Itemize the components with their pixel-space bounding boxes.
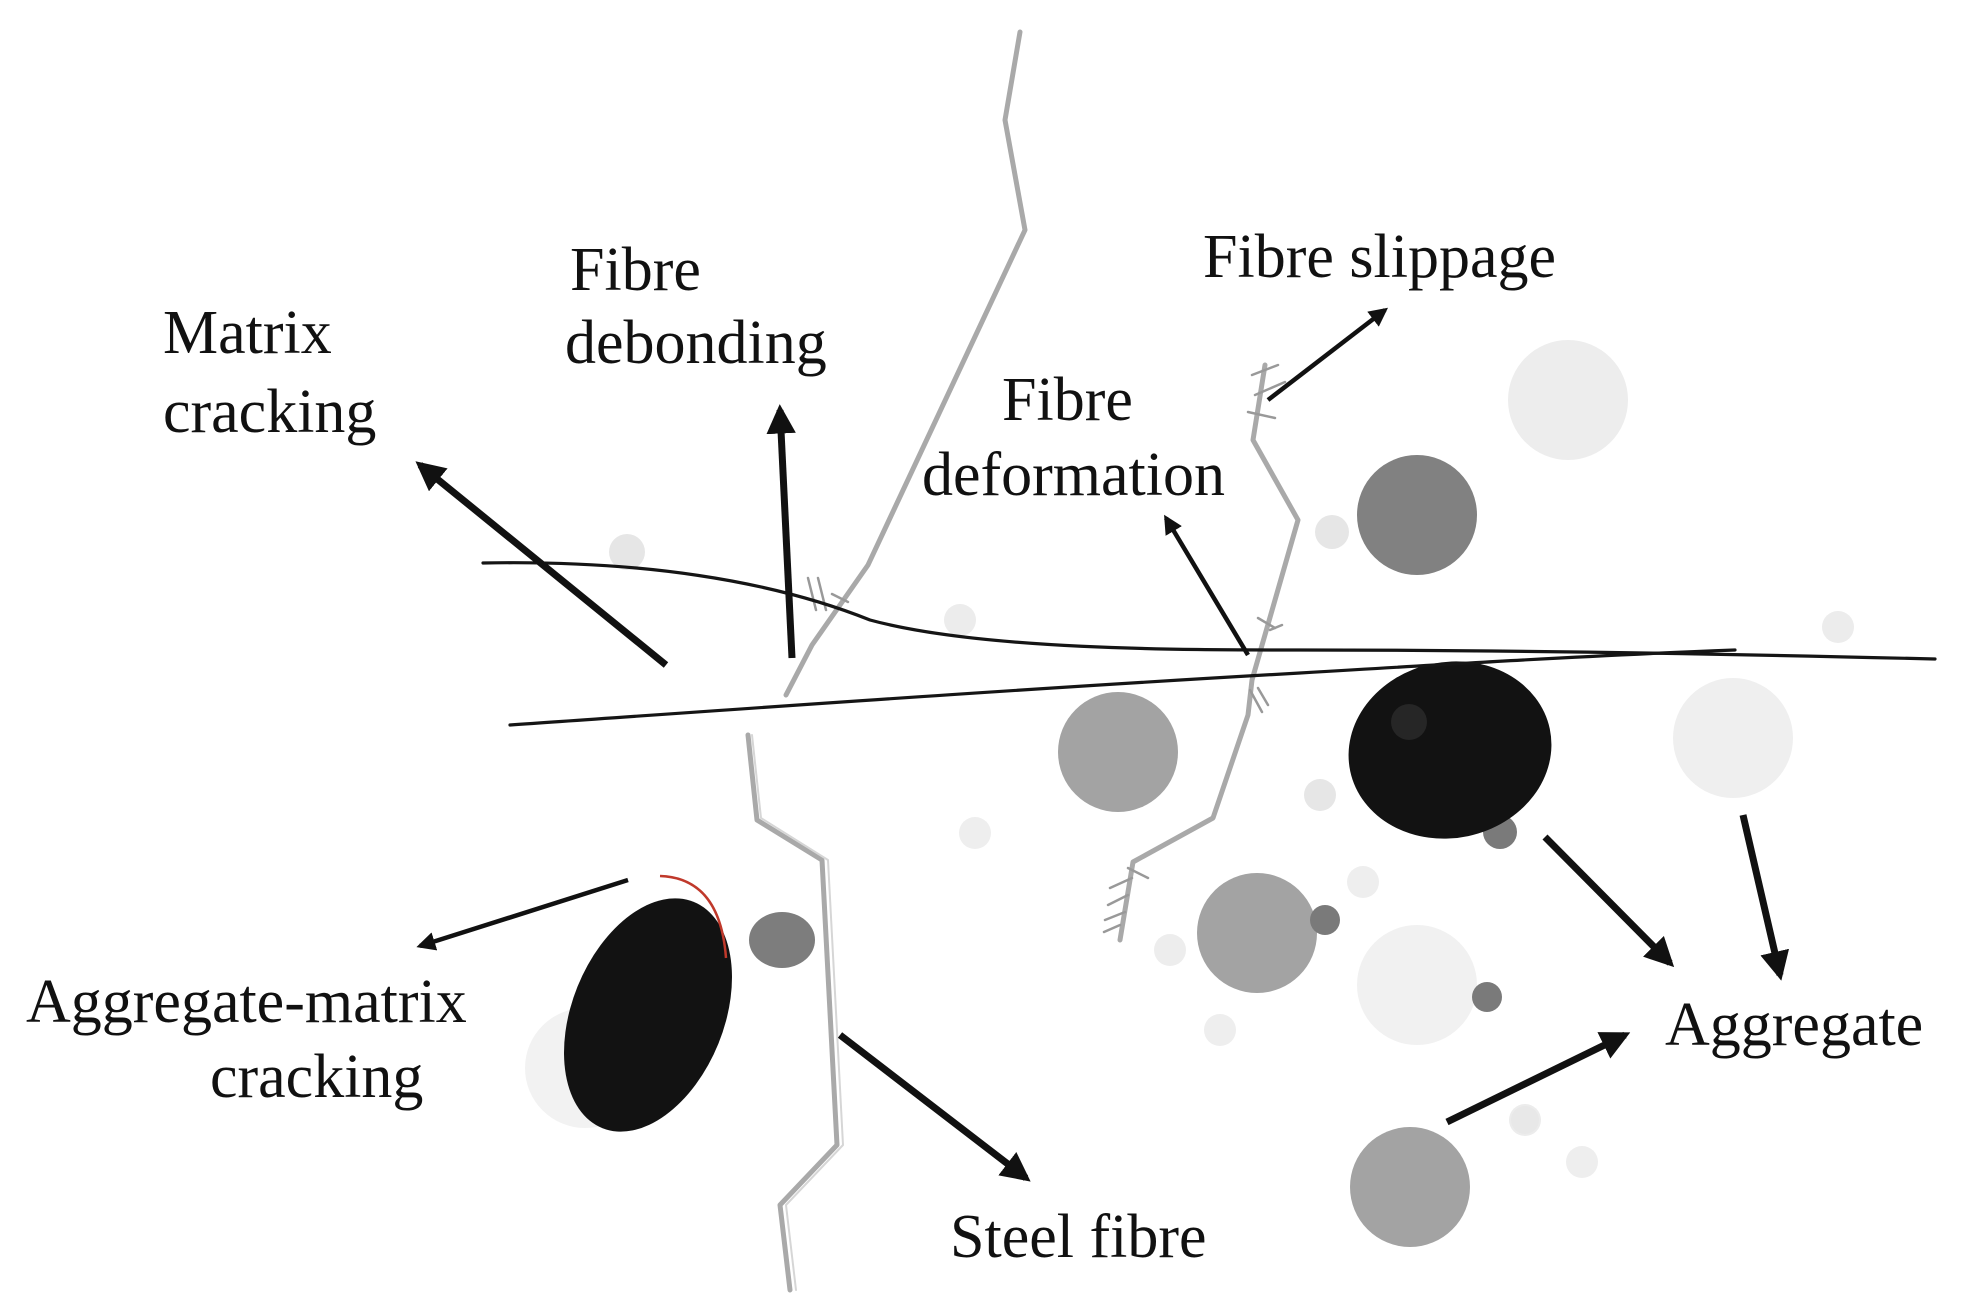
aggregate-light: [1508, 340, 1628, 460]
arrow-fibre-slippage: [1266, 307, 1388, 402]
matrix-crack: [481, 561, 1937, 727]
aggregate-mid-gray: [1058, 692, 1178, 812]
hook-mark: [1103, 910, 1127, 922]
aggregate-small: [1154, 934, 1186, 966]
fibre-hook-marks: [806, 363, 1287, 934]
hook-mark: [806, 576, 818, 612]
aggregate-small: [1347, 866, 1379, 898]
arrow-aggregate-1: [1542, 834, 1675, 968]
aggregate-light: [1673, 678, 1793, 798]
arrow-fibre-debonding: [766, 404, 796, 659]
arrow-steel-fibre: [837, 1032, 1031, 1182]
aggregate-small: [959, 817, 991, 849]
hook-mark: [1256, 686, 1270, 707]
aggregate-small: [1511, 1106, 1539, 1134]
label-steel-fibre: Steel fibre: [950, 1203, 1207, 1271]
steel-fibre-lower-left-inner: [751, 734, 844, 1291]
aggregate-small: [1304, 779, 1336, 811]
aggregate-black-left: [564, 898, 732, 1132]
hook-mark: [1102, 923, 1122, 934]
arrow-aggregate-3: [1445, 1031, 1631, 1126]
arrow-aggregate-matrix-cracking: [416, 877, 629, 951]
hook-mark: [830, 592, 850, 604]
label-fibre-deformation-line1: Fibre: [1002, 366, 1133, 434]
steel-fibre-lower-left: [745, 732, 840, 1293]
label-fibre-debonding-line2: debonding: [565, 309, 827, 377]
label-aggregate-matrix-cracking-line1: Aggregate-matrix: [26, 968, 467, 1036]
label-fibre-deformation-line2: deformation: [922, 441, 1225, 509]
hook-mark: [1256, 616, 1277, 630]
aggregate-dark-small: [749, 912, 815, 968]
hook-mark: [1253, 380, 1287, 397]
aggregate-small: [944, 604, 976, 636]
arrow-aggregate-2: [1739, 814, 1790, 981]
hook-mark: [1108, 876, 1134, 890]
steel-fibres: [745, 29, 1301, 1293]
aggregate-small: [1315, 515, 1349, 549]
aggregate-black-right: [1348, 661, 1552, 839]
aggregate-small: [1822, 611, 1854, 643]
label-fibre-debonding-line1: Fibre: [570, 236, 701, 304]
aggregate-dark-gray: [1357, 455, 1477, 575]
hook-mark: [1248, 688, 1264, 714]
aggregate-small: [609, 534, 645, 570]
label-fibre-slippage: Fibre slippage: [1203, 223, 1556, 291]
steel-fibre-upper: [783, 29, 1028, 698]
hook-mark: [1106, 893, 1130, 907]
label-matrix-cracking-line2: cracking: [163, 378, 376, 446]
crack-upper-edge: [481, 561, 1937, 661]
aggregate-mid-gray: [1197, 873, 1317, 993]
hook-mark: [1268, 623, 1284, 632]
aggregate-black-right-inner: [1391, 704, 1427, 740]
aggregate-mid-gray: [1350, 1127, 1470, 1247]
labels: Matrix cracking Fibre debonding Fibre de…: [26, 223, 1923, 1271]
label-aggregate: Aggregate: [1665, 991, 1923, 1059]
interface-crack: [659, 874, 728, 959]
label-matrix-cracking-line1: Matrix: [163, 299, 332, 367]
arrow-matrix-cracking: [415, 461, 669, 668]
aggregate-dark-small: [1310, 905, 1340, 935]
aggregate-dark-small: [1472, 982, 1502, 1012]
callout-arrows: [415, 307, 1790, 1182]
crack-lower-edge: [508, 648, 1737, 727]
aggregate-light: [1357, 925, 1477, 1045]
aggregate-particles: [525, 340, 1854, 1247]
steel-fibre-right: [1117, 362, 1301, 943]
label-aggregate-matrix-cracking-line2: cracking: [210, 1043, 423, 1111]
aggregate-small: [1204, 1014, 1236, 1046]
hook-mark: [1246, 410, 1277, 420]
hook-mark: [1250, 363, 1280, 377]
hook-mark: [1126, 866, 1150, 880]
aggregate-small: [1566, 1146, 1598, 1178]
arrow-fibre-deformation: [1164, 514, 1250, 657]
